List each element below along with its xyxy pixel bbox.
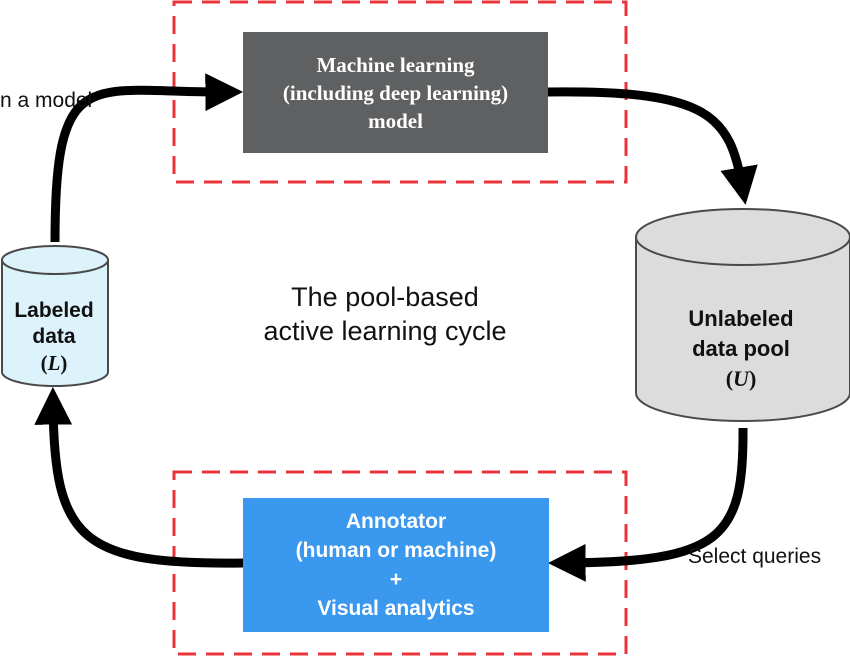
labeled-data-symbol: (L) (40, 351, 68, 375)
unlabeled-pool-line2: data pool (692, 336, 790, 361)
unlabeled-pool-symbol: (U) (725, 366, 757, 391)
annotator-box: Annotator (human or machine) + Visual an… (243, 498, 549, 632)
train-model-arrow (50, 73, 244, 243)
annotate-to-labeled-arrow (34, 386, 244, 568)
ml-model-box: Machine learning (including deep learnin… (243, 32, 548, 153)
train-model-label: n a model (0, 89, 93, 112)
select-queries-arrow (547, 427, 748, 582)
ml-model-line1: Machine learning (316, 52, 475, 77)
unlabeled-pool-cylinder (635, 208, 850, 422)
unlabeled-pool-symbol-letter: U (733, 366, 749, 391)
cycle-title-line1: The pool-based (291, 282, 479, 312)
model-to-pool-arrow (547, 87, 758, 205)
ml-model-line2: (including deep learning) (282, 80, 509, 105)
cycle-title-line2: active learning cycle (263, 316, 507, 346)
labeled-data-label: Labeled data (L) (0, 298, 108, 376)
annotator-line1: Annotator (345, 510, 447, 533)
labeled-data-symbol-letter: L (47, 351, 61, 375)
ml-model-line3: model (368, 108, 423, 133)
labeled-data-line2: data (32, 325, 76, 348)
labeled-data-line1: Labeled (14, 299, 94, 322)
cycle-title: The pool-based active learning cycle (220, 280, 550, 348)
annotator-line2: (human or machine) (295, 539, 497, 562)
annotator-line3: + (389, 568, 403, 591)
unlabeled-pool-line1: Unlabeled (688, 306, 794, 331)
select-queries-label: Select queries (688, 545, 822, 568)
labeled-data-cylinder (0, 245, 109, 387)
unlabeled-pool-label: Unlabeled data pool (U) (634, 304, 848, 394)
annotator-line4: Visual analytics (317, 597, 475, 620)
